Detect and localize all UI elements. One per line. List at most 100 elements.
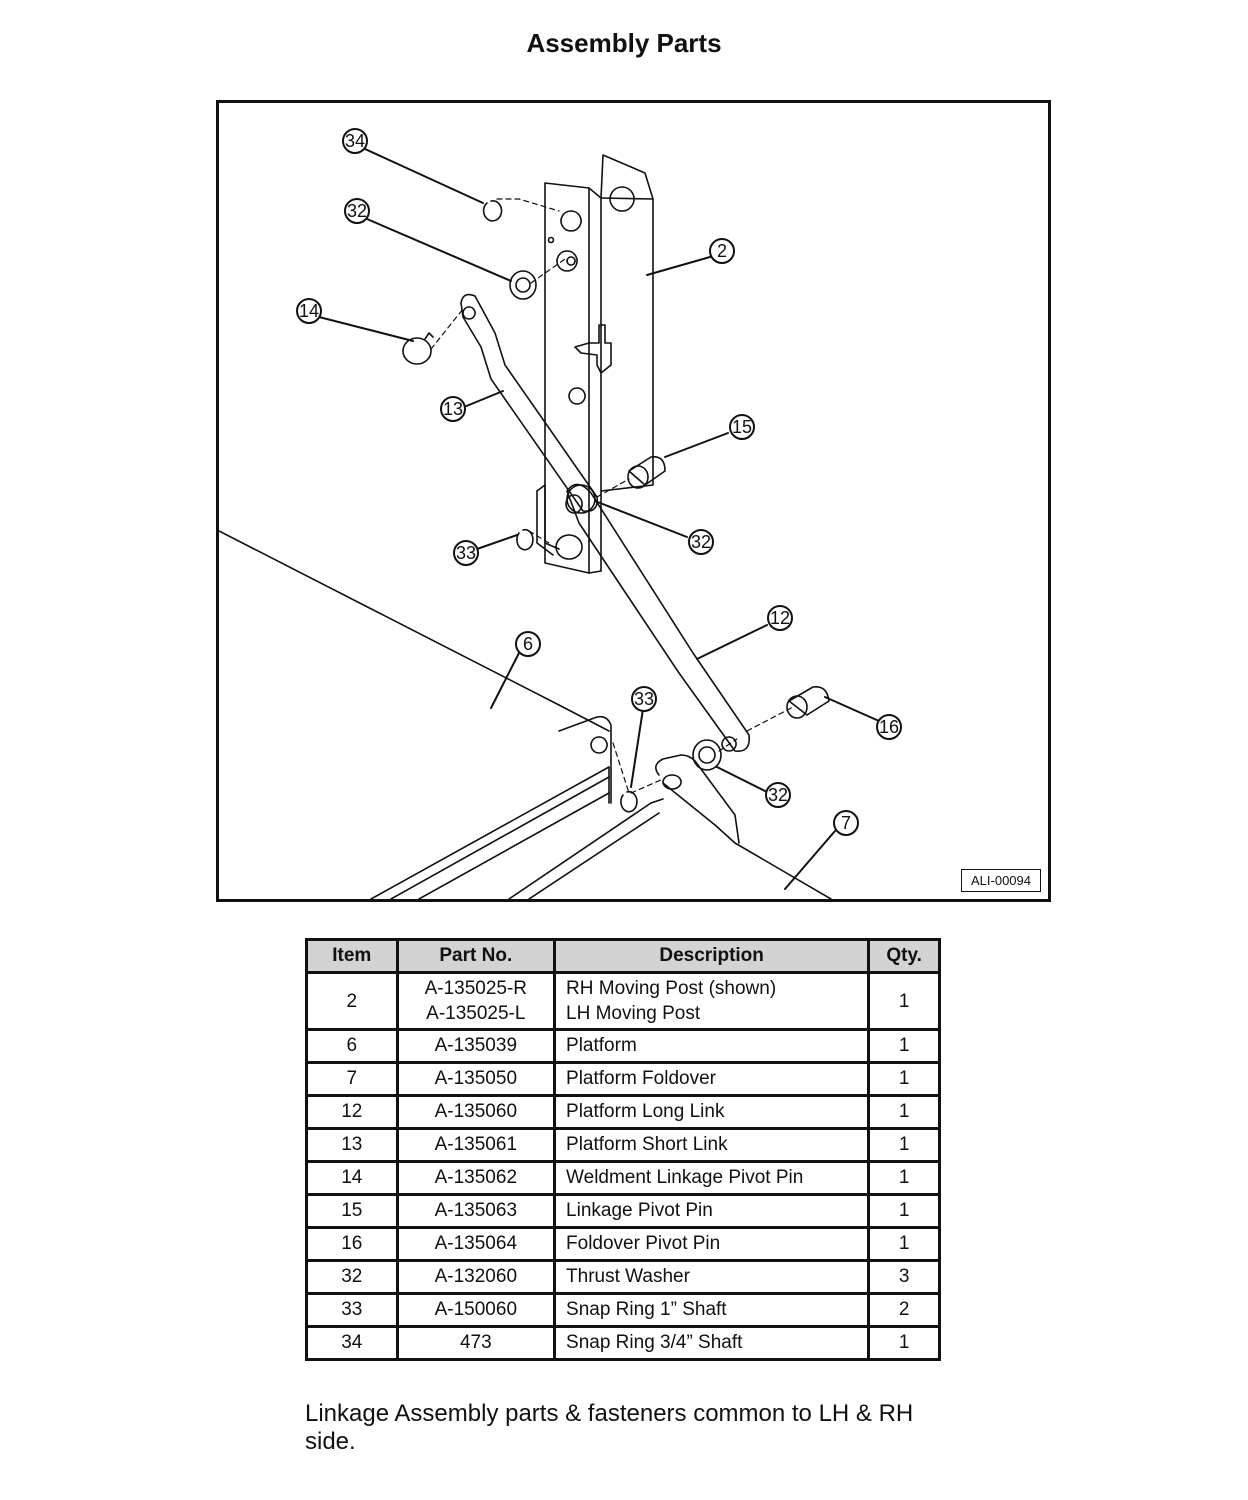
platform-part	[219, 530, 612, 899]
qty-cell: 1	[867, 1325, 941, 1361]
table-row: 33 A-150060 Snap Ring 1” Shaft 2	[305, 1292, 941, 1328]
callout-circle-32-bottom	[765, 782, 791, 808]
qty-cell: 1	[867, 1127, 941, 1163]
callout-circle-15	[729, 414, 755, 440]
item-cell: 34	[305, 1325, 399, 1361]
description-cell: Foldover Pivot Pin	[553, 1226, 871, 1262]
description-cell: Platform Long Link	[553, 1094, 871, 1130]
part-no-cell: A-135050	[395, 1061, 557, 1097]
item-cell: 14	[305, 1160, 399, 1196]
callout-13: 13	[443, 399, 463, 419]
description-cell: Snap Ring 3/4” Shaft	[553, 1325, 871, 1361]
description-line: LH Moving Post	[566, 1003, 701, 1024]
table-header-row: Item Part No. Description Qty.	[305, 938, 941, 974]
callout-16: 16	[879, 717, 899, 737]
item-cell: 6	[305, 1028, 399, 1064]
part-no-cell: 473	[395, 1325, 557, 1361]
qty-cell: 1	[867, 1193, 941, 1229]
description-cell: Linkage Pivot Pin	[553, 1193, 871, 1229]
item-cell: 32	[305, 1259, 399, 1295]
table-row: 6 A-135039 Platform 1	[305, 1028, 941, 1064]
table-row: 15 A-135063 Linkage Pivot Pin 1	[305, 1193, 941, 1229]
item-cell: 15	[305, 1193, 399, 1229]
callout-32-bottom: 32	[768, 785, 788, 805]
part-no-line: A-135025-R	[424, 978, 528, 999]
callout-circle-34	[342, 128, 368, 154]
callout-6: 6	[523, 634, 533, 654]
table-row: 13 A-135061 Platform Short Link 1	[305, 1127, 941, 1163]
leader-lines	[318, 148, 880, 890]
hardware-parts	[402, 200, 830, 813]
part-no-cell: A-135025-R A-135025-L	[395, 971, 557, 1031]
diagram-drawing: 34 32 14 2 13 15 32 33 12 6 33 16 32 7	[219, 128, 902, 899]
table-row: 14 A-135062 Weldment Linkage Pivot Pin 1	[305, 1160, 941, 1196]
callout-12: 12	[770, 608, 790, 628]
description-cell: RH Moving Post (shown) LH Moving Post	[553, 971, 871, 1031]
description-cell: Platform Foldover	[553, 1061, 871, 1097]
part-no-cell: A-135060	[395, 1094, 557, 1130]
callout-32-top: 32	[347, 201, 367, 221]
part-no-cell: A-132060	[395, 1259, 557, 1295]
callout-circle-33-left	[453, 540, 479, 566]
callout-bubbles	[296, 128, 902, 836]
qty-cell: 1	[867, 1028, 941, 1064]
part-no-line: A-135025-L	[426, 1003, 526, 1024]
header-part-no: Part No.	[395, 938, 557, 974]
part-no-cell: A-135064	[395, 1226, 557, 1262]
qty-cell: 2	[867, 1292, 941, 1328]
platform-foldover-part	[508, 754, 832, 899]
callout-33-left: 33	[456, 543, 476, 563]
item-cell: 13	[305, 1127, 399, 1163]
callout-circle-32-top	[344, 198, 370, 224]
part-no-cell: A-150060	[395, 1292, 557, 1328]
description-cell: Thrust Washer	[553, 1259, 871, 1295]
table-row: 16 A-135064 Foldover Pivot Pin 1	[305, 1226, 941, 1262]
part-no-cell: A-135039	[395, 1028, 557, 1064]
table-row: 12 A-135060 Platform Long Link 1	[305, 1094, 941, 1130]
footnote: Linkage Assembly parts & fasteners commo…	[305, 1400, 914, 1455]
callout-circle-12	[767, 605, 793, 631]
page-title: Assembly Parts	[526, 28, 722, 58]
callout-circle-6	[515, 631, 541, 657]
moving-post-part	[536, 154, 654, 574]
part-no-cell: A-135062	[395, 1160, 557, 1196]
table-row: 34 473 Snap Ring 3/4” Shaft 1	[305, 1325, 941, 1361]
callout-14: 14	[299, 301, 319, 321]
description-cell: Weldment Linkage Pivot Pin	[553, 1160, 871, 1196]
item-cell: 12	[305, 1094, 399, 1130]
qty-cell: 1	[867, 1160, 941, 1196]
exploded-diagram: 34 32 14 2 13 15 32 33 12 6 33 16 32 7 A…	[216, 100, 1051, 902]
callout-32-middle: 32	[691, 532, 711, 552]
description-cell: Snap Ring 1” Shaft	[553, 1292, 871, 1328]
callout-circle-14	[296, 298, 322, 324]
callout-circle-7	[833, 810, 859, 836]
item-cell: 2	[305, 971, 399, 1031]
table-row: 7 A-135050 Platform Foldover 1	[305, 1061, 941, 1097]
qty-cell: 1	[867, 1061, 941, 1097]
item-cell: 16	[305, 1226, 399, 1262]
description-line: RH Moving Post (shown)	[566, 978, 777, 999]
header-description: Description	[553, 938, 871, 974]
item-cell: 33	[305, 1292, 399, 1328]
callout-15: 15	[732, 417, 752, 437]
short-link-part	[460, 293, 599, 513]
callout-circle-32-middle	[688, 529, 714, 555]
qty-cell: 1	[867, 1094, 941, 1130]
description-cell: Platform	[553, 1028, 871, 1064]
callout-circle-33-lower	[631, 686, 657, 712]
callout-circle-2	[709, 238, 735, 264]
parts-table: Item Part No. Description Qty. 2 A-13502…	[305, 938, 941, 1361]
callout-34: 34	[345, 131, 365, 151]
header-item: Item	[305, 938, 399, 974]
table-row: 2 A-135025-R A-135025-L RH Moving Post (…	[305, 971, 941, 1031]
qty-cell: 3	[867, 1259, 941, 1295]
callout-2: 2	[717, 241, 727, 261]
qty-cell: 1	[867, 1226, 941, 1262]
part-no-cell: A-135063	[395, 1193, 557, 1229]
part-no-cell: A-135061	[395, 1127, 557, 1163]
qty-cell: 1	[867, 971, 941, 1031]
callout-33-lower: 33	[634, 689, 654, 709]
callout-labels: 34 32 14 2 13 15 32 33 12 6 33 16 32 7	[299, 131, 899, 833]
table-row: 32 A-132060 Thrust Washer 3	[305, 1259, 941, 1295]
callout-circle-13	[440, 396, 466, 422]
